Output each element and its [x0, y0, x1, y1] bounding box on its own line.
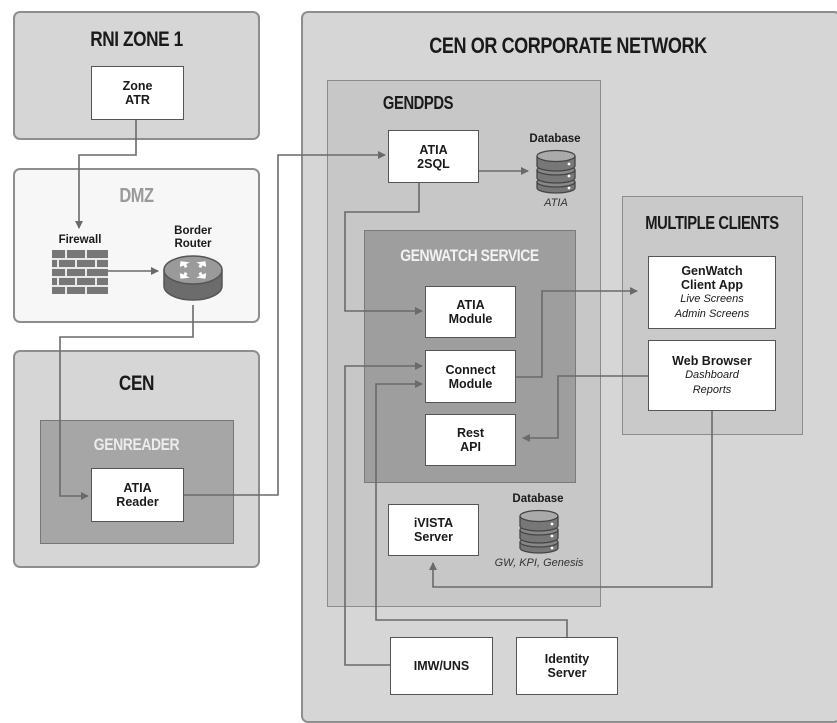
identity-server-line-1: Identity: [544, 652, 590, 666]
atia-module-line-1: ATIA: [456, 298, 485, 312]
gw-database-caption: GW, KPI, Genesis: [494, 557, 584, 569]
gendpds-title: GENDPDS: [382, 93, 454, 113]
web-browser-title: Web Browser: [672, 353, 752, 368]
atia-module-box: ATIA Module: [425, 286, 516, 338]
router-icon: [163, 255, 223, 301]
identity-server-box: Identity Server: [516, 637, 618, 695]
genwatch-client-title-1: GenWatch: [681, 263, 743, 278]
zone-atr-line-1: Zone: [122, 79, 153, 93]
admin-screens-text: Admin Screens: [674, 307, 750, 320]
identity-server-line-2: Server: [547, 666, 587, 680]
firewall-label: Firewall: [58, 234, 102, 246]
firewall-icon: [52, 250, 108, 294]
atia-2sql-line-1: ATIA: [419, 142, 448, 157]
rest-api-line-1: Rest: [456, 426, 485, 440]
dmz-title: DMZ: [119, 185, 154, 207]
atia-database-label: Database: [529, 133, 581, 145]
rni-zone-1-title: RNI ZONE 1: [90, 28, 183, 51]
connect-module-line-1: Connect: [445, 362, 496, 377]
imw-uns-label: IMW/UNS: [413, 659, 470, 673]
atia-reader-line-2: Reader: [116, 495, 159, 509]
zone-atr-box: Zone ATR: [91, 66, 184, 120]
border-router-label: Border Router: [158, 225, 228, 251]
zone-atr-line-2: ATR: [125, 93, 150, 107]
genwatch-client-app-box: GenWatch Client App Live Screens Admin S…: [648, 256, 776, 329]
ivista-server-box: iVISTA Server: [388, 504, 479, 556]
rest-api-box: Rest API: [425, 414, 516, 466]
reports-text: Reports: [692, 383, 732, 396]
atia-reader-line-1: ATIA: [123, 481, 152, 495]
ivista-server-line-1: iVISTA: [413, 516, 454, 530]
web-browser-box: Web Browser Dashboard Reports: [648, 340, 776, 411]
border-router-line-1: Border: [174, 225, 212, 237]
genwatch-service-title: GENWATCH SERVICE: [400, 246, 539, 265]
atia-database-icon: [536, 149, 576, 194]
genreader-title: GENREADER: [93, 435, 180, 454]
gw-database-label: Database: [512, 493, 564, 505]
rest-api-line-2: API: [460, 440, 481, 454]
live-screens-text: Live Screens: [680, 292, 744, 305]
atia-2sql-box: ATIA 2SQL: [388, 130, 479, 183]
atia-module-line-2: Module: [448, 312, 493, 326]
cen-corporate-network-title: CEN OR CORPORATE NETWORK: [429, 33, 707, 58]
atia-database-caption: ATIA: [544, 197, 568, 209]
genwatch-client-title-2: Client App: [680, 277, 744, 292]
multiple-clients-title: MULTIPLE CLIENTS: [645, 213, 779, 233]
connect-module-line-2: Module: [448, 376, 493, 391]
gw-database-icon: [519, 509, 559, 554]
cen-title: CEN: [118, 372, 155, 395]
dashboard-text: Dashboard: [685, 368, 739, 381]
atia-2sql-line-2: 2SQL: [417, 156, 450, 171]
ivista-server-line-2: Server: [414, 530, 453, 544]
imw-uns-box: IMW/UNS: [390, 637, 493, 695]
border-router-line-2: Router: [174, 238, 212, 250]
connect-module-box: Connect Module: [425, 350, 516, 403]
atia-reader-box: ATIA Reader: [91, 468, 184, 522]
